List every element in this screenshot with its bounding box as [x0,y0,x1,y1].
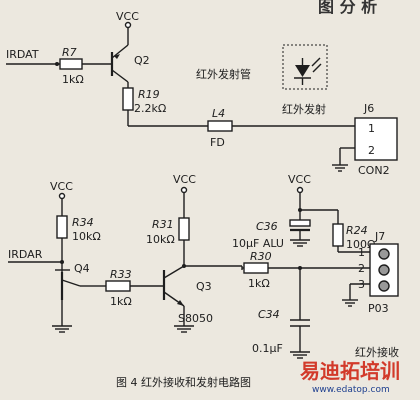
resistor-r31 [178,217,190,241]
r30-value: 1kΩ [248,277,270,290]
vcc-terminal-r31 [180,186,188,194]
r7-ref: R7 [62,46,77,59]
j6-ref: J6 [363,102,374,115]
r30-ref: R30 [250,250,272,263]
j7-pin-2: 2 [358,262,365,275]
vcc-label-r34: VCC [50,180,73,193]
r34-ref: R34 [72,216,94,229]
r24-ref: R24 [346,224,368,237]
vcc-label-r31: VCC [173,173,196,186]
ir-recv-title: 红外接收 [355,345,399,359]
r19-value: 2.2kΩ [134,102,166,115]
vcc-label-r24: VCC [288,173,311,186]
l4-ref: L4 [212,107,225,120]
resistor-r30 [243,262,269,274]
vcc-label-q2: VCC [116,10,139,23]
j7-pin-1-dot [378,248,390,260]
c34-value: 0.1μF [252,342,283,355]
q4-ref: Q4 [74,262,90,275]
r33-value: 1kΩ [110,295,132,308]
j6-type: CON2 [358,164,390,177]
q3-part: S8050 [178,312,213,325]
c36-value: 10μF ALU [232,237,284,250]
resistor-r7 [59,58,83,70]
capacitor-c36-plate [289,219,311,227]
q3-ref: Q3 [196,280,212,293]
ir-led-ray [312,63,322,73]
watermark-main: 易迪拓培训 [300,359,400,383]
ir-emitter-label: 红外发射管 [196,67,251,81]
q2-ref: Q2 [134,54,150,67]
j7-pin-3-dot [378,280,390,292]
junction-dot [55,62,59,66]
ir-led-triangle [295,65,310,77]
r33-ref: R33 [110,268,132,281]
q2-arrow [114,54,120,59]
j6-pin-2: 2 [368,144,375,157]
resistor-r24 [332,223,344,247]
r31-ref: R31 [152,218,174,231]
j7-pin-1: 1 [358,246,365,259]
j7-pin-2-dot [378,264,390,276]
irdat-label: IRDAT [6,48,39,61]
ir-led-ray [311,57,321,67]
connector-j6 [354,117,398,161]
vcc-terminal-r24 [296,186,304,194]
q3-collector [163,265,185,279]
r7-value: 1kΩ [62,73,84,86]
header-fragment: 图 分 析 [318,0,377,16]
c34-ref: C34 [258,308,280,321]
figure-caption: 图 4 红外接收和发射电路图 [116,375,251,389]
resistor-r19 [122,87,134,111]
ir-emit-title: 红外发射 [282,102,326,116]
q4-collector [61,279,81,287]
vcc-terminal-r34 [58,192,66,200]
q2-collector [111,69,129,83]
irdar-label: IRDAR [8,248,43,261]
c36-ref: C36 [256,220,278,233]
j7-ref: J7 [374,230,385,243]
watermark-url: www.edatop.com [312,385,390,395]
j6-pin-1: 1 [368,122,375,135]
r34-value: 10kΩ [72,230,101,243]
j7-type: P03 [368,302,389,315]
resistor-r34 [56,215,68,239]
resistor-r33 [105,280,131,292]
inductor-l4 [207,120,233,132]
r31-value: 10kΩ [146,233,175,246]
q3-arrow [177,300,184,306]
r19-ref: R19 [138,88,160,101]
ir-led-box [282,44,328,90]
r24-value: 100Ω [346,238,375,251]
vcc-terminal-q2 [124,21,132,29]
l4-value: FD [210,136,225,149]
